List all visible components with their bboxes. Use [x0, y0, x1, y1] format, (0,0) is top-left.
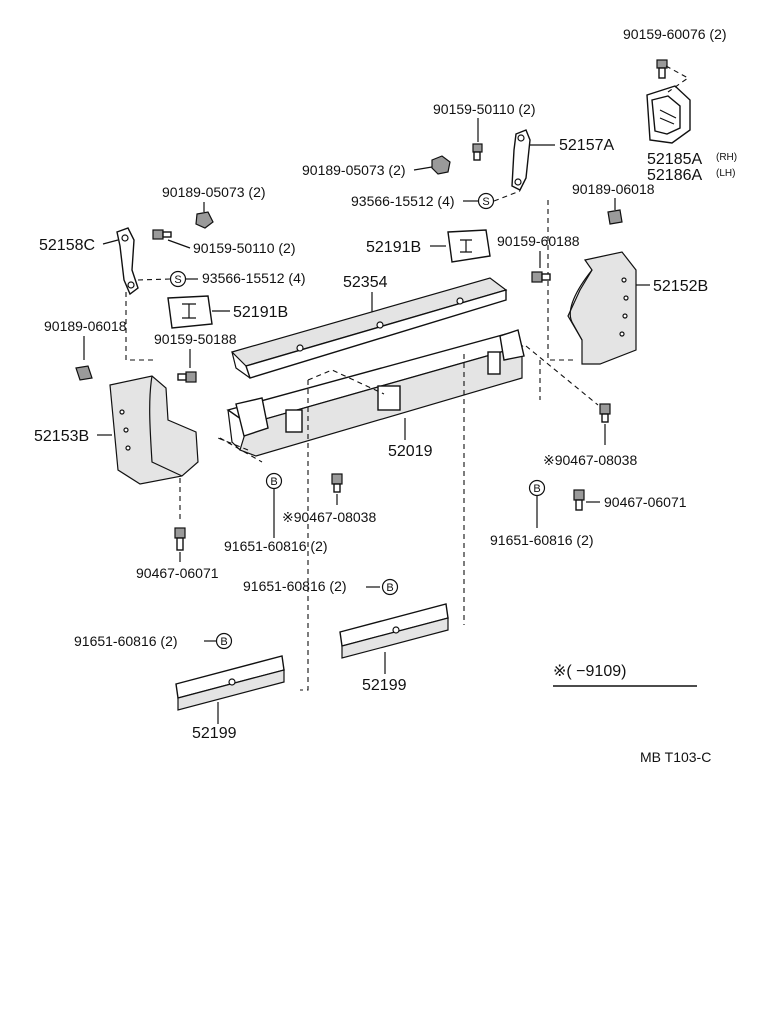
marker-s-top: S — [477, 192, 495, 210]
marker-s-left: S — [169, 270, 187, 288]
clip-90189-06018-left — [75, 365, 93, 381]
bolt-90159-60188 — [531, 271, 551, 283]
screw-90467-08038-right — [599, 403, 611, 423]
svg-text:S: S — [482, 196, 489, 208]
label-52199-left: 52199 — [192, 725, 237, 742]
svg-text:S: S — [174, 274, 181, 286]
clip-90189-06018-right — [607, 209, 623, 225]
label-52354: 52354 — [343, 274, 388, 291]
marker-b-right: B — [528, 479, 546, 497]
nut-90189-05073-top — [431, 155, 451, 175]
label-90467-08038-right: ※90467-08038 — [543, 452, 637, 468]
svg-text:B: B — [386, 582, 393, 594]
splash-guard-52152b-drawing — [567, 251, 637, 365]
screw-90467-06071-right — [573, 489, 585, 511]
label-52152b: 52152B — [653, 278, 708, 295]
label-52185a-side: (RH) — [716, 152, 737, 163]
figure-code: MB T103-C — [640, 749, 711, 765]
label-90467-06071-right: 90467-06071 — [604, 494, 687, 510]
pad-52191b-left — [167, 295, 213, 329]
bolt-90159-60076 — [656, 59, 668, 79]
label-90467-08038-center: ※90467-08038 — [282, 509, 376, 525]
nut-90189-05073-left — [195, 211, 214, 229]
plate-52199-right — [339, 603, 449, 659]
label-91651-60816-right: 91651-60816 (2) — [490, 532, 594, 548]
label-91651-60816-low: 91651-60816 (2) — [74, 633, 178, 649]
bumper-bar-52019-drawing — [226, 329, 525, 457]
marker-b-center: B — [265, 472, 283, 490]
label-52185a: 52185A — [647, 151, 702, 168]
label-52191b-left: 52191B — [233, 304, 288, 321]
label-52186a: 52186A — [647, 167, 702, 184]
svg-text:B: B — [270, 476, 277, 488]
label-91651-60816-center: 91651-60816 (2) — [224, 538, 328, 554]
plate-52199-left — [175, 655, 285, 711]
pad-52191b-top — [447, 229, 491, 263]
label-90189-05073-top: 90189-05073 (2) — [302, 162, 406, 178]
splash-guard-52153b-drawing — [109, 375, 199, 485]
label-91651-60816-mid: 91651-60816 (2) — [243, 578, 347, 594]
label-52153b: 52153B — [34, 428, 89, 445]
reinforcement-52354-drawing — [230, 277, 508, 379]
label-52191b-top: 52191B — [366, 239, 421, 256]
bolt-90159-50110-left — [152, 229, 172, 240]
label-90159-50188: 90159-50188 — [154, 331, 237, 347]
screw-90467-08038-center — [331, 473, 343, 493]
stay-52158c-drawing — [116, 227, 139, 296]
svg-text:B: B — [220, 636, 227, 648]
label-52158c: 52158C — [39, 237, 95, 254]
label-52157a: 52157A — [559, 137, 614, 154]
stay-52157a-drawing — [511, 129, 531, 191]
label-93566-15512-top: 93566-15512 (4) — [351, 193, 455, 209]
label-52186a-side: (LH) — [716, 168, 735, 179]
svg-text:B: B — [533, 483, 540, 495]
bolt-90159-50188 — [177, 371, 197, 383]
marker-b-mid: B — [381, 578, 399, 596]
label-90189-05073-left: 90189-05073 (2) — [162, 184, 266, 200]
label-90189-06018-right: 90189-06018 — [572, 181, 655, 197]
screw-90467-06071-left — [174, 527, 186, 551]
label-90189-06018-left: 90189-06018 — [44, 318, 127, 334]
label-90159-50110-left: 90159-50110 (2) — [193, 240, 295, 256]
label-90159-60188: 90159-60188 — [497, 233, 580, 249]
label-52019: 52019 — [388, 443, 433, 460]
label-52199-right: 52199 — [362, 677, 407, 694]
label-90159-50110-top: 90159-50110 (2) — [433, 101, 535, 117]
marker-b-low: B — [215, 632, 233, 650]
label-90159-60076: 90159-60076 (2) — [623, 26, 727, 42]
label-93566-15512-left: 93566-15512 (4) — [202, 270, 306, 286]
bolt-90159-50110-top — [472, 143, 483, 161]
bracket-52185a-drawing — [646, 85, 691, 144]
label-90467-06071-left: 90467-06071 — [136, 565, 219, 581]
legend-note: ※( −9109) — [553, 663, 626, 680]
